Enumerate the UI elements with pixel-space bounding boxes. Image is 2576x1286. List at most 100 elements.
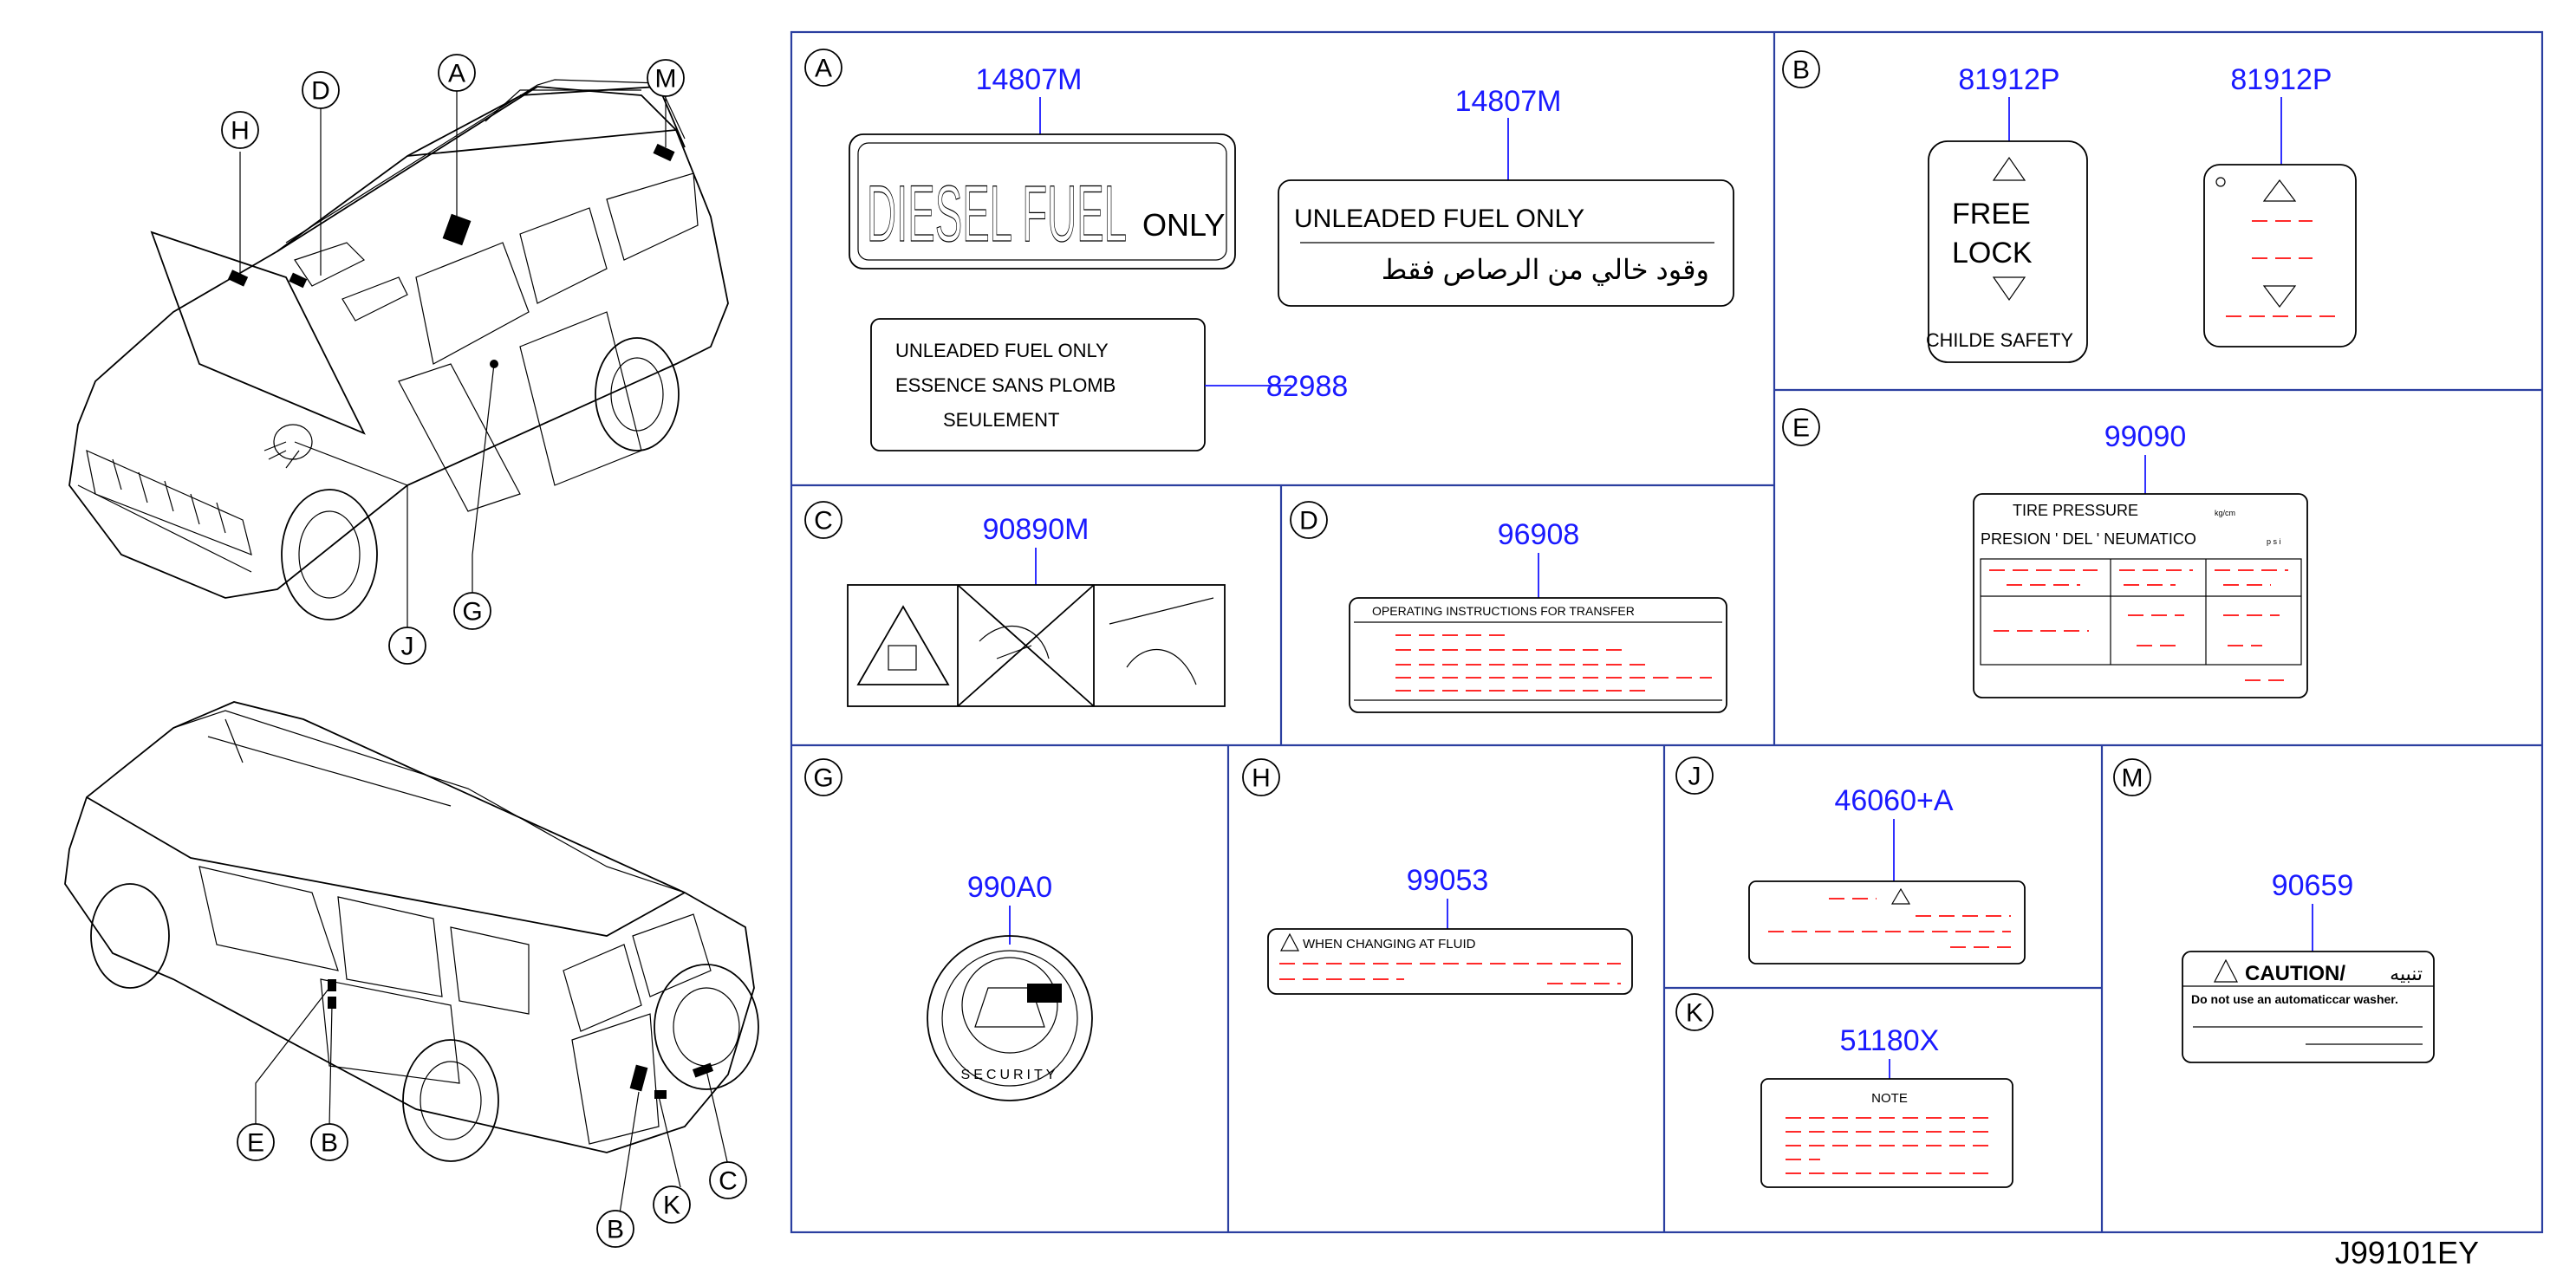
callout-letter: M xyxy=(655,65,677,94)
vehicle-callout-g: G xyxy=(453,592,491,630)
panel-letter-text: C xyxy=(814,507,833,536)
vehicle-callout-k: K xyxy=(653,1185,691,1224)
callout-circle xyxy=(453,592,491,630)
part-number: 14807M xyxy=(976,63,1083,96)
callout-letter: B xyxy=(607,1216,624,1244)
callout-letter: C xyxy=(719,1167,738,1196)
vehicle-callout-e: E xyxy=(237,1123,275,1161)
callout-letter: A xyxy=(448,60,465,88)
callout-circle xyxy=(221,111,259,149)
transfer-text: OPERATING INSTRUCTIONS FOR TRANSFER xyxy=(1372,604,1635,618)
panel-letter-text: K xyxy=(1686,999,1703,1028)
part-number: 90659 xyxy=(2272,869,2354,902)
free-text: FREE xyxy=(1952,198,2031,231)
multi-label-line1: UNLEADED FUEL ONLY xyxy=(895,340,1109,361)
panel-letter-circle xyxy=(1782,408,1820,446)
vehicle-callout-h: H xyxy=(221,111,259,149)
panel-letter-text: G xyxy=(813,764,833,793)
panel-h: 99053 WHEN CHANGING AT FLUID xyxy=(1267,864,1633,995)
panel-letters: A B C D E G H J K M xyxy=(804,49,2151,1031)
panel-letter-circle xyxy=(1675,993,1714,1031)
caution-text: CAUTION/ xyxy=(2245,962,2345,985)
panel-letter-h: H xyxy=(1242,758,1280,796)
callout-circle xyxy=(302,71,340,109)
vehicle-callout-m: M xyxy=(647,59,685,97)
reference-code: J99101EY xyxy=(2335,1235,2479,1270)
panel-letter-circle xyxy=(1782,50,1820,88)
vehicle-callout-c: C xyxy=(709,1161,747,1199)
panel-letter-text: M xyxy=(2122,764,2143,793)
callout-letter: B xyxy=(321,1129,338,1158)
panel-k: 51180X NOTE xyxy=(1760,1024,2013,1188)
part-number: 990A0 xyxy=(967,871,1052,904)
vehicle-rear-view xyxy=(64,701,759,1214)
callout-letter: G xyxy=(462,598,482,627)
panel-m: 90659 CAUTION/ تنبيه Do not use an autom… xyxy=(2182,869,2435,1063)
panel-letter-text: J xyxy=(1688,763,1701,791)
note-text: NOTE xyxy=(1871,1091,1908,1106)
panel-letter-g: G xyxy=(804,758,842,796)
vehicle-callout-b: B xyxy=(310,1123,348,1161)
panel-letter-text: H xyxy=(1252,764,1271,793)
callout-letter: D xyxy=(311,77,330,106)
panel-letter-e: E xyxy=(1782,408,1820,446)
vehicle-callouts: A D M H J G E B K C B xyxy=(221,54,747,1248)
part-number: 90890M xyxy=(983,513,1090,546)
panel-b: 81912P FREE LOCK CHILDE SAFETY 81912P xyxy=(1926,63,2357,363)
vehicle-callout-j: J xyxy=(388,627,426,665)
panel-letter-circle xyxy=(1242,758,1280,796)
callout-letter: J xyxy=(401,633,414,661)
panel-letter-text: E xyxy=(1792,414,1810,443)
panel-c: 90890M xyxy=(847,513,1226,707)
callout-circle xyxy=(310,1123,348,1161)
panel-letter-circle xyxy=(2113,758,2151,796)
panel-j: 46060+A xyxy=(1748,784,2026,964)
part-number: 96908 xyxy=(1498,518,1580,551)
vehicle-callout-d: D xyxy=(302,71,340,109)
panel-letter-circle xyxy=(804,501,842,539)
tire-unit-text: kg/cm xyxy=(2215,509,2235,517)
diesel-label-text: DIESEL FUEL xyxy=(867,170,1127,258)
tire-small-text: p s i xyxy=(2267,537,2281,546)
part-number: 51180X xyxy=(1840,1024,1940,1057)
callout-letter: K xyxy=(663,1192,680,1220)
panel-letter-text: A xyxy=(815,55,832,83)
panel-letter-circle xyxy=(804,49,842,87)
part-number: 81912P xyxy=(1958,63,2059,96)
lock-text: LOCK xyxy=(1952,237,2033,270)
multi-label-line3: SEULEMENT xyxy=(943,409,1059,431)
panel-letter-text: D xyxy=(1299,507,1318,536)
panel-letter-circle xyxy=(804,758,842,796)
vehicle-callout-a: A xyxy=(438,54,476,92)
panel-e: 99090 TIRE PRESSURE kg/cm PRESION ' DEL … xyxy=(1973,420,2308,698)
part-number: 81912P xyxy=(2230,63,2332,96)
security-text: SECURITY xyxy=(961,1068,1059,1082)
panel-letter-d: D xyxy=(1290,501,1328,539)
panel-letter-b: B xyxy=(1782,50,1820,88)
callout-circle xyxy=(596,1210,634,1248)
panel-letter-circle xyxy=(1290,501,1328,539)
panel-a: 14807M DIESEL FUEL ONLY 14807M UNLEADED … xyxy=(849,63,1734,451)
callout-circle xyxy=(438,54,476,92)
childe-safety-text: CHILDE SAFETY xyxy=(1926,329,2073,351)
callout-circle xyxy=(653,1185,691,1224)
callout-circle xyxy=(237,1123,275,1161)
tire-pressure-text: TIRE PRESSURE xyxy=(2013,502,2138,519)
multi-label-line2: ESSENCE SANS PLOMB xyxy=(895,374,1116,396)
part-number: 99053 xyxy=(1407,864,1489,897)
vehicle-front-view xyxy=(68,79,729,628)
panel-letter-text: B xyxy=(1792,56,1810,85)
panel-letter-m: M xyxy=(2113,758,2151,796)
caution-arabic-text: تنبيه xyxy=(2390,963,2423,984)
part-number: 14807M xyxy=(1455,85,1562,118)
callout-circle xyxy=(709,1161,747,1199)
presion-text: PRESION ' DEL ' NEUMATICO xyxy=(1981,530,2196,548)
unleaded-text: UNLEADED FUEL ONLY xyxy=(1294,205,1584,233)
part-number: 82988 xyxy=(1266,370,1349,403)
arabic-text: وقود خالي من الرصاص فقط xyxy=(1382,254,1709,286)
panel-g: 990A0 SECURITY xyxy=(927,871,1093,1101)
part-number: 46060+A xyxy=(1834,784,1953,817)
panel-letter-circle xyxy=(1675,757,1714,795)
panel-grid xyxy=(790,30,2544,1234)
panel-letter-c: C xyxy=(804,501,842,539)
